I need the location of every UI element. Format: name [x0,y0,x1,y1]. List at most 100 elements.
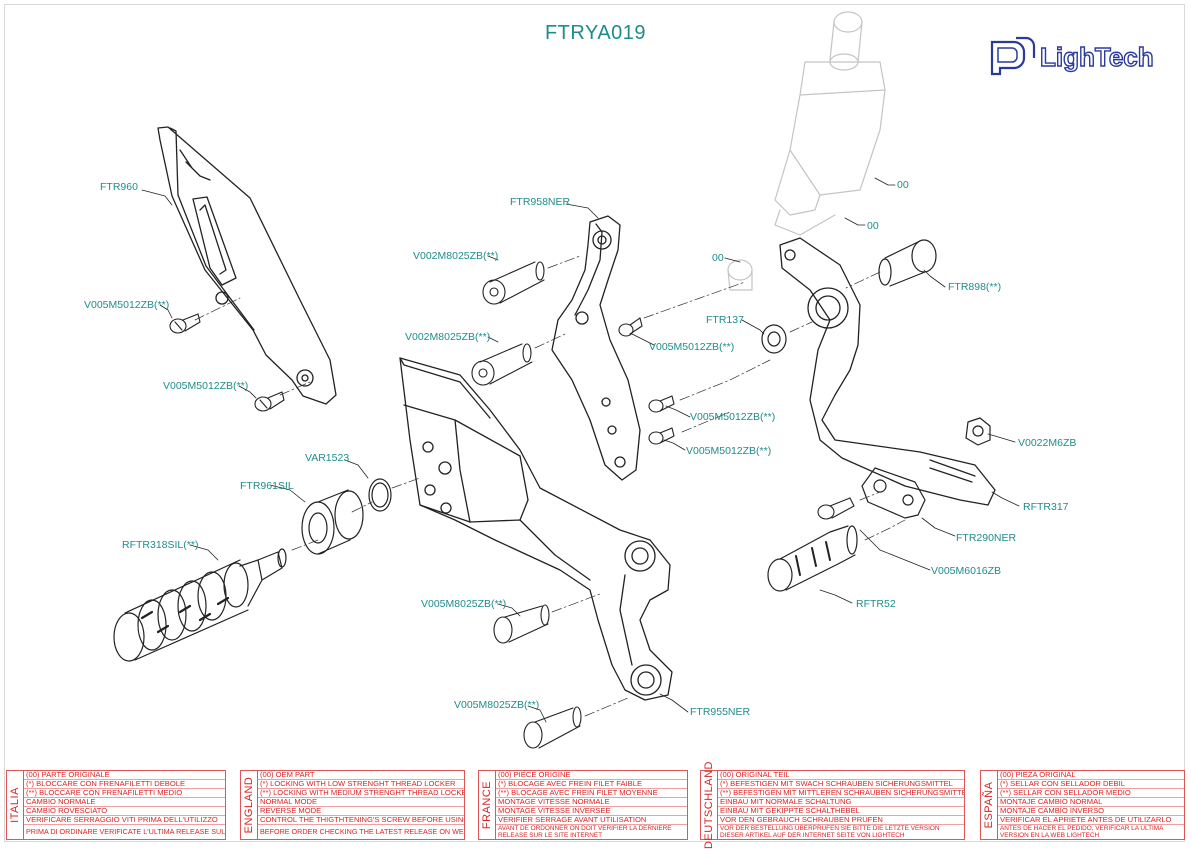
notes-row: CONTROL THE THIGTHTENING'S SCREW BEFORE … [258,816,464,825]
notes-row-last: AVANT DE ORDONNER ON DOIT VÉRIFIER LA DE… [498,825,672,839]
notes-row: (**) BLOCAGE AVEC FREIN FILET MOYENNE [496,789,687,798]
assembly-axis-lines [194,255,906,717]
notes-row: VOR DEN GEBRAUCH SCHRAUBEN PRÜFEN [718,816,964,825]
notes-row: (**) BEFESTIGEN MIT MITTLEREN SCHRAUBEN … [718,789,964,798]
screw-v005-plate-2 [648,395,675,413]
footpeg-rftr318sil [113,548,287,662]
screw-v005-plate-1 [618,317,643,337]
notes-row: (00) PIEZA ORIGINAL [998,771,1184,780]
label-v005m8025-1: V005M8025ZB(**) [421,598,507,610]
label-v005-plate-2: V005M5012ZB(**) [690,411,776,423]
notes-row-last: ANTES DE HACER EL PEDIDO, VERIFICAR LA U… [1000,825,1163,839]
notes-row: (**) SELLAR CON SELLADOR MEDIO [998,789,1184,798]
shift-peg-rftr52 [767,525,858,592]
bushing-ftr961sil [301,489,364,555]
notes-lang: FRANCE [481,780,493,830]
notes-row: VERIFIER SERRAGE AVANT UTILISATION [496,816,687,825]
oem-shaft-ghost [727,11,886,291]
notes-row: CAMBIO NORMALE [24,798,225,807]
notes-row: (*) SELLAR CON SELLADOR DEBIL [998,780,1184,789]
notes-row: (**) BLOCCARE CON FRENAFILETTI MEDIO [24,789,225,798]
label-rftr317: RFTR317 [1023,501,1069,513]
notes-lang: ENGLAND [243,776,255,834]
bolt-ftr898 [878,239,937,287]
label-ftr960: FTR960 [100,181,138,193]
notes-row: (*) LOCKING WITH LOW STRENGHT THREAD LOC… [258,780,464,789]
notes-row: (00) OEM PART [258,771,464,780]
label-v005m6016zb: V005M6016ZB [931,565,1002,577]
notes-row: (**) LOCKING WITH MEDIUM STRENGHT THREAD… [258,789,464,798]
main-bracket-ftr955ner [399,357,673,701]
notes-row-last: BEFORE ORDER CHECKING THE LATEST RELEASE… [260,827,464,836]
label-v0022m6zb: V0022M6ZB [1018,437,1077,449]
label-ftr961sil: FTR961SIL [240,480,294,492]
notes-row: EINBAU MIT NORMALE SCHALTUNG [718,798,964,807]
plate-ftr958ner [551,215,641,481]
notes-row: REVERSE MODE [258,807,464,816]
notes-row: (*) BLOCCARE CON FRENAFILETTI DEBOLE [24,780,225,789]
shift-lever-rftr317 [779,237,996,506]
notes-row: EINBAU MIT GEKIPPTE SCHALTHEBEL [718,807,964,816]
heel-guard-ftr960 [157,126,337,405]
label-v005-plate-1: V005M5012ZB(**) [649,341,735,353]
screw-v005m6016zb [817,497,855,520]
label-v005m8025-2: V005M8025ZB(**) [454,699,540,711]
notes-row: NORMAL MODE [258,798,464,807]
label-rftr52: RFTR52 [856,598,896,610]
notes-row: (*) BLOCAGE AVEC FREIN FILET FAIBLE [496,780,687,789]
notes-france: FRANCE (00) PIECE ORIGINE (*) BLOCAGE AV… [478,770,688,840]
label-v005-heelplate-top: V005M5012ZB(**) [84,299,170,311]
notes-deutschland: DEUTSCHLAND (00) ORIGINAL TEIL (*) BEFES… [700,761,965,849]
label-v005-heelplate-bot: V005M5012ZB(**) [163,380,249,392]
label-oem-top: 00 [897,179,909,191]
label-ftr290ner: FTR290NER [956,532,1017,544]
label-oem-left: 00 [712,252,724,264]
notes-row: (00) ORIGINAL TEIL [718,771,964,780]
brand-wordmark: LighTech [1039,41,1154,72]
notes-lang: ITALIA [9,787,21,823]
notes-row-last: VOR DER BESTELLUNG ÜBERPRÜFEN SIE BITTE … [720,825,940,839]
notes-lang: DEUTSCHLAND [703,760,715,849]
notes-england: ENGLAND (00) OEM PART (*) LOCKING WITH L… [240,770,465,840]
screw-v005m8025-1 [493,604,550,644]
link-ftr290ner [861,467,926,519]
label-v005-plate-3: V005M5012ZB(**) [686,445,772,457]
nut-v0022m6zb [965,417,991,446]
label-ftr958ner: FTR958NER [510,196,571,208]
notes-row: MONTAGE VITESSE INVERSEE [496,807,687,816]
screw-v005-heelplate-top [169,313,201,334]
notes-row: VERIFICARE SERRAGGIO VITI PRIMA DELL'UTI… [24,816,225,825]
label-oem-mid: 00 [867,220,879,232]
label-leaders [141,189,1020,723]
notes-row: (*) BEFESTIGEN MIT SWACH SCHRAUBEN SICHE… [718,780,964,789]
drawing-title: FTRYA019 [544,22,647,44]
notes-row: MONTAGE VITESSE NORMALE [496,798,687,807]
screw-v002-mid [471,343,533,386]
label-rftr318sil: RFTR318SIL(**) [122,539,199,551]
drawing-frame [4,4,1185,842]
screw-v005-heelplate-bot [254,391,285,412]
notes-espana: ESPAÑA (00) PIEZA ORIGINAL (*) SELLAR CO… [980,770,1185,840]
notes-row: (00) PARTE ORIGINALE [24,771,225,780]
lightech-logo [990,36,1036,76]
notes-row: MONTAJE CAMBIO INVERSO [998,807,1184,816]
label-ftr137: FTR137 [706,314,744,326]
notes-row: (00) PIECE ORIGINE [496,771,687,780]
notes-row: CAMBIO ROVESCIATO [24,807,225,816]
label-ftr898: FTR898(**) [948,281,1002,293]
screw-v005m8025-2 [523,706,582,749]
screw-v002-top [482,261,545,305]
notes-row: VERIFICAR EL APRIETE ANTES DE UTILIZARLO [998,816,1184,825]
screw-v005-plate-3 [648,427,675,445]
notes-row-last: PRIMA DI ORDINARE VERIFICATE L'ULTIMA RE… [26,827,225,836]
label-v002-mid: V002M8025ZB(**) [405,331,491,343]
notes-italia: ITALIA (00) PARTE ORIGINALE (*) BLOCCARE… [6,770,226,840]
oem-leader-lines [724,177,896,263]
label-v002-top: V002M8025ZB(**) [413,250,499,262]
notes-row: MONTAJE CAMBIO NORMAL [998,798,1184,807]
notes-lang: ESPAÑA [983,781,995,829]
label-ftr955ner: FTR955NER [690,706,751,718]
washer-var1523 [368,478,392,512]
label-var1523: VAR1523 [305,452,350,464]
